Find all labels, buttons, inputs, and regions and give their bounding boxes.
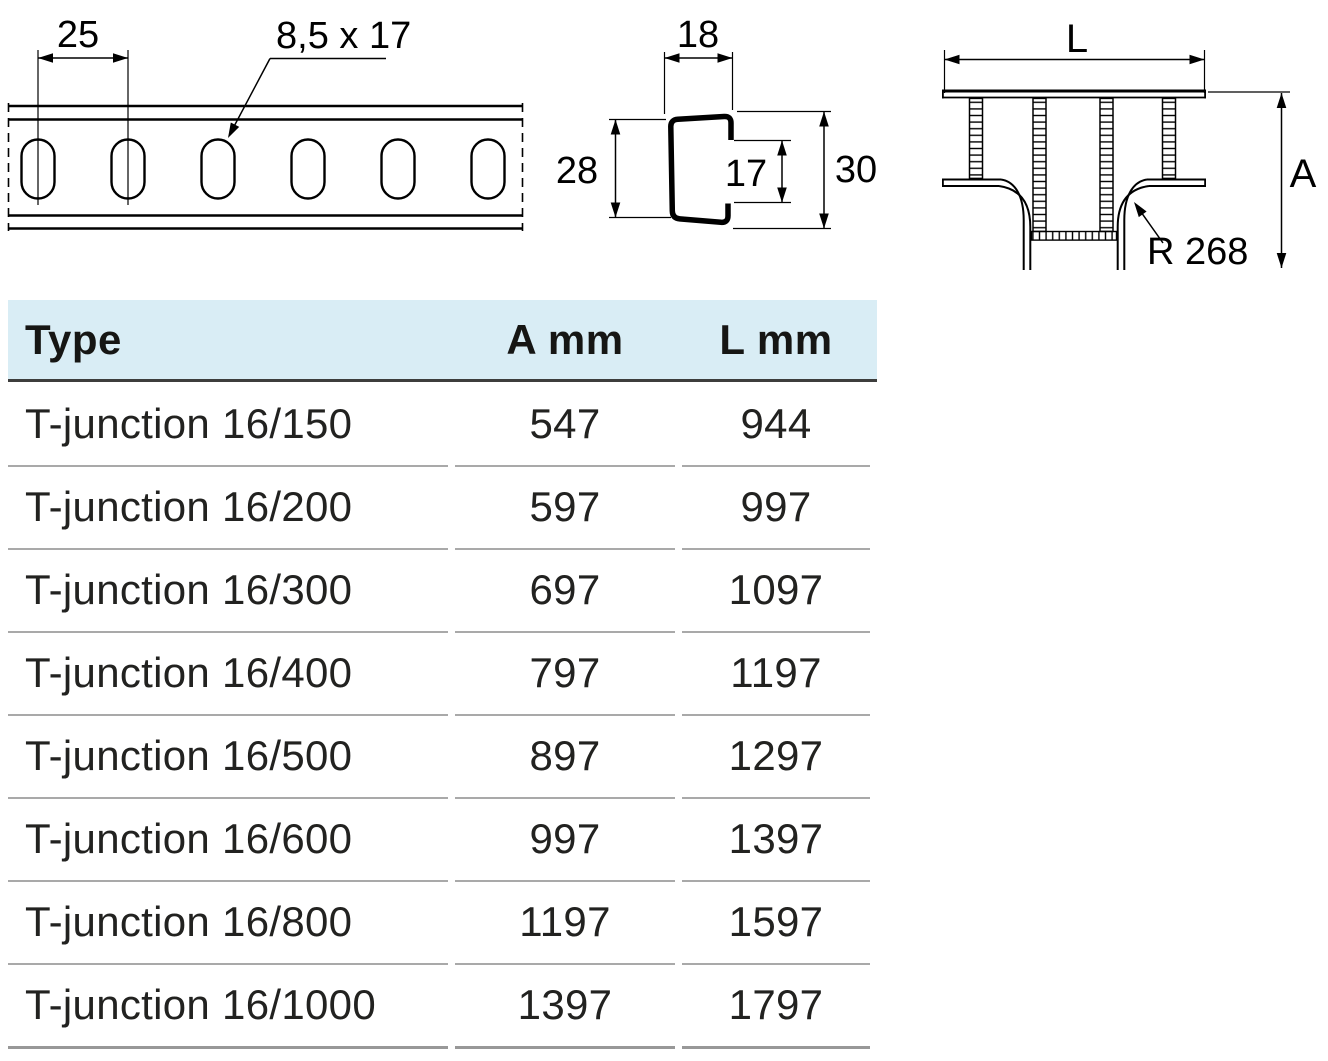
cell-type: T-junction 16/400 xyxy=(8,631,448,716)
table-row: T-junction 16/400 797 1197 xyxy=(8,631,877,716)
table-row: T-junction 16/500 897 1297 xyxy=(8,714,877,799)
slot-size-label: 8,5 x 17 xyxy=(276,15,411,57)
spec-table: Type A mm L mm T-junction 16/150 547 944… xyxy=(8,300,877,1049)
width-dim-label: 18 xyxy=(677,14,719,56)
opening-dim-label: 17 xyxy=(725,153,767,195)
cell-a-mm: 1197 xyxy=(455,880,675,965)
radius-label: R 268 xyxy=(1147,231,1248,273)
right-height-dim-label: 30 xyxy=(835,149,877,191)
cell-a-mm: 597 xyxy=(455,465,675,550)
dimension-width-18: 18 xyxy=(663,14,734,114)
ladder-rails xyxy=(968,97,1177,233)
table-row: T-junction 16/600 997 1397 xyxy=(8,797,877,882)
profile-outline xyxy=(668,113,734,226)
radius-callout: R 268 xyxy=(1134,202,1248,273)
slot-size-leader: 8,5 x 17 xyxy=(228,15,411,138)
cell-l-mm: 1797 xyxy=(682,963,870,1049)
table-row: T-junction 16/150 547 944 xyxy=(8,382,877,467)
header-a-mm: A mm xyxy=(506,315,624,363)
pitch-dim-label: 25 xyxy=(57,14,99,56)
header-l-mm: L mm xyxy=(719,315,833,363)
left-height-dim-label: 28 xyxy=(556,150,598,192)
cell-type: T-junction 16/600 xyxy=(8,797,448,882)
dimension-opening-17: 17 xyxy=(725,139,791,204)
cell-l-mm: 1097 xyxy=(682,548,870,633)
cell-type: T-junction 16/500 xyxy=(8,714,448,799)
dimension-height-30: 30 xyxy=(733,110,877,230)
slot-holes xyxy=(20,138,506,200)
cell-l-mm: 1597 xyxy=(682,880,870,965)
height-dim-label: A xyxy=(1290,152,1317,196)
cell-a-mm: 1397 xyxy=(455,963,675,1049)
dimension-pitch: 25 xyxy=(37,14,129,205)
cell-type: T-junction 16/300 xyxy=(8,548,448,633)
table-row: T-junction 16/300 697 1097 xyxy=(8,548,877,633)
cell-l-mm: 1197 xyxy=(682,631,870,716)
cell-a-mm: 547 xyxy=(455,382,675,467)
table-header-row: Type A mm L mm xyxy=(8,300,877,382)
cell-l-mm: 1397 xyxy=(682,797,870,882)
profile-drawing: 18 28 17 xyxy=(556,14,877,230)
cell-a-mm: 897 xyxy=(455,714,675,799)
cell-type: T-junction 16/1000 xyxy=(8,963,448,1049)
cell-type: T-junction 16/800 xyxy=(8,880,448,965)
cell-type: T-junction 16/200 xyxy=(8,465,448,550)
technical-drawings: 25 8,5 x 17 18 xyxy=(7,14,1317,273)
dimension-height-28: 28 xyxy=(556,118,671,219)
length-dim-label: L xyxy=(1066,17,1088,61)
cell-a-mm: 697 xyxy=(455,548,675,633)
cell-l-mm: 997 xyxy=(682,465,870,550)
table-row: T-junction 16/200 597 997 xyxy=(8,465,877,550)
dimension-length-L: L xyxy=(943,17,1206,93)
cell-a-mm: 797 xyxy=(455,631,675,716)
cell-l-mm: 944 xyxy=(682,382,870,467)
strip-drawing: 25 8,5 x 17 xyxy=(7,14,524,231)
table-row: T-junction 16/1000 1397 1797 xyxy=(8,963,877,1049)
cell-type: T-junction 16/150 xyxy=(8,382,448,467)
table-row: T-junction 16/800 1197 1597 xyxy=(8,880,877,965)
dimension-height-A: A xyxy=(1208,91,1317,268)
bottom-rung-strip xyxy=(1030,230,1118,241)
t-junction-drawing: L A R 268 xyxy=(942,17,1317,273)
header-type: Type xyxy=(25,315,122,363)
cell-a-mm: 997 xyxy=(455,797,675,882)
cell-l-mm: 1297 xyxy=(682,714,870,799)
